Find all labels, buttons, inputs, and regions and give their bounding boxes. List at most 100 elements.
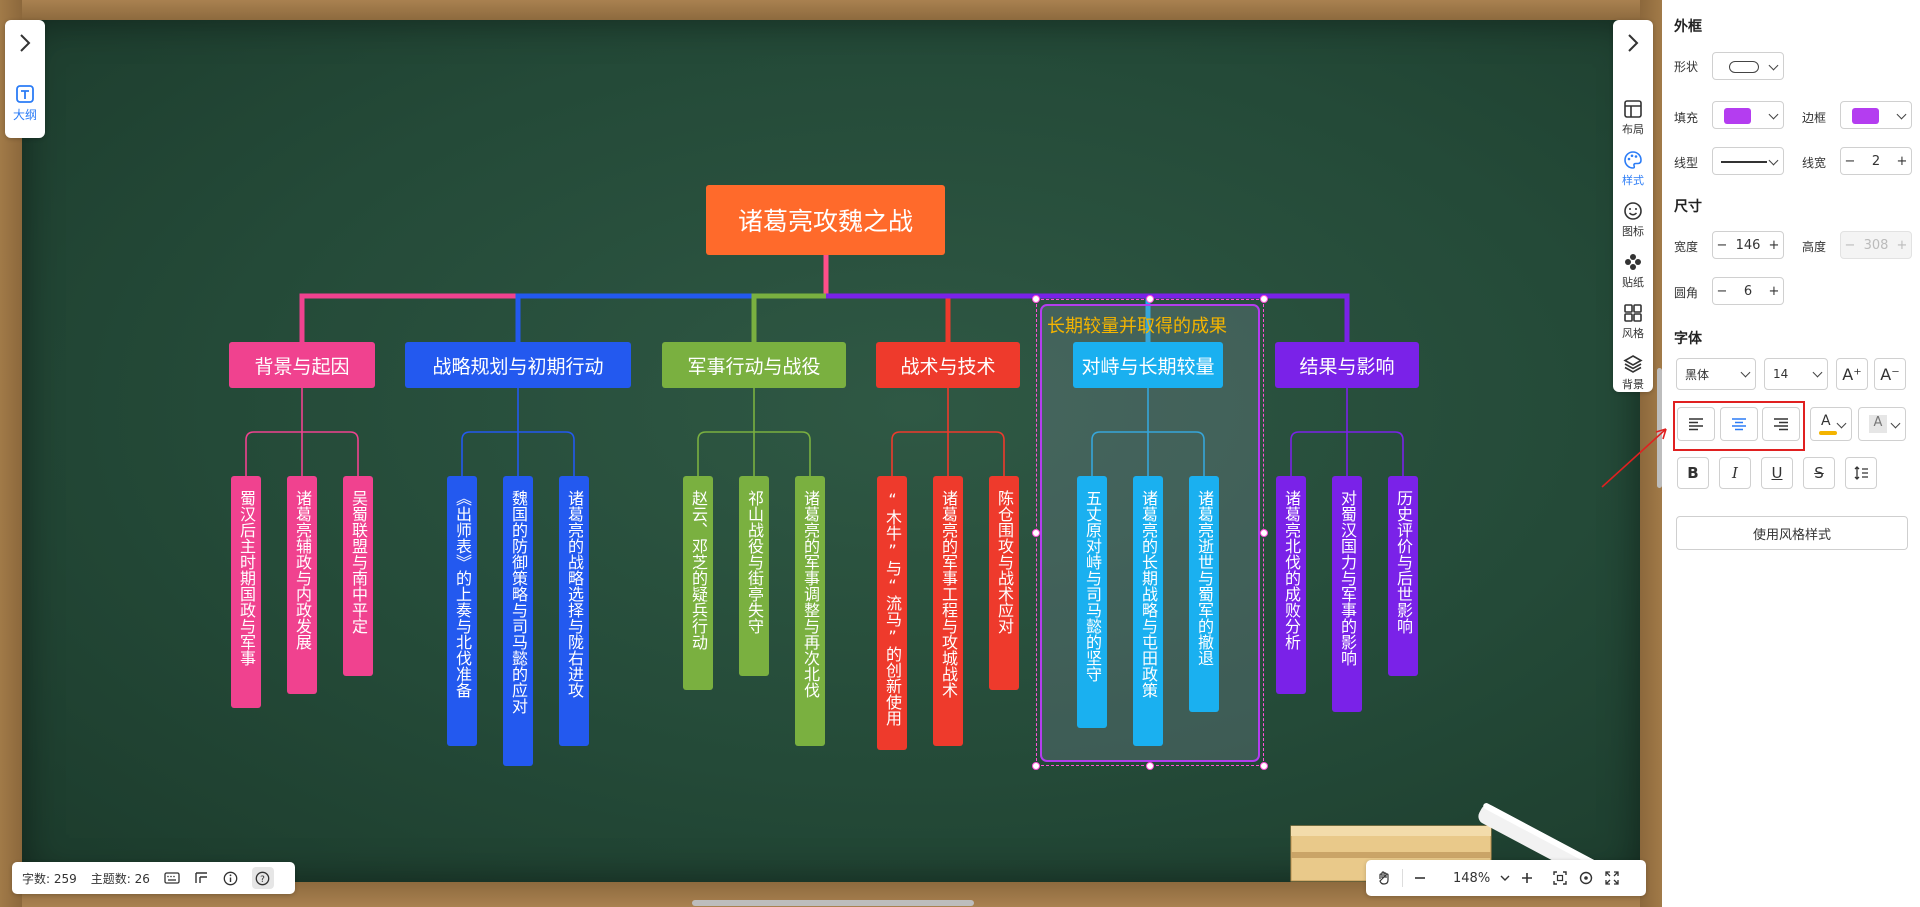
tab-layout[interactable]: 布局 (1613, 94, 1653, 142)
collapse-panel-button[interactable] (1613, 28, 1653, 58)
italic-button[interactable]: I (1719, 457, 1751, 489)
branch-topic[interactable]: 战术与技术 (876, 342, 1020, 388)
selection-handle-bl[interactable] (1032, 762, 1040, 770)
fullscreen-icon[interactable] (1604, 870, 1620, 886)
fit-screen-icon[interactable] (1552, 870, 1568, 886)
structure-icon[interactable] (194, 871, 209, 885)
leaf-topic[interactable]: 赵云、邓芝的疑兵行动 (683, 476, 713, 690)
branch-topic[interactable]: 对峙与长期较量 (1073, 342, 1223, 388)
fill-color-select[interactable] (1712, 101, 1784, 129)
branch-topic[interactable]: 背景与起因 (229, 342, 375, 388)
line-type-select[interactable] (1712, 147, 1784, 175)
shape-select[interactable] (1712, 52, 1784, 80)
selection-handle-bm[interactable] (1146, 762, 1154, 770)
right-tab-bar: 布局样式图标贴纸风格背景 (1613, 20, 1653, 392)
selection-handle-br[interactable] (1260, 762, 1268, 770)
selection-handle-ml[interactable] (1032, 529, 1040, 537)
tab-layers[interactable]: 背景 (1613, 349, 1653, 397)
line-width-stepper[interactable]: − 2 + (1840, 147, 1912, 175)
leaf-topic[interactable]: 诸葛亮北伐的成败分析 (1276, 476, 1306, 694)
leaf-topic[interactable]: 诸葛亮的长期战略与屯田政策 (1133, 476, 1163, 746)
branch-topic[interactable]: 结果与影响 (1275, 342, 1419, 388)
increase-button[interactable]: + (1896, 153, 1908, 169)
summary-label[interactable]: 长期较量并取得的成果 (1047, 316, 1227, 337)
width-value[interactable]: 146 (1735, 237, 1761, 253)
font-color-select[interactable]: A (1810, 407, 1852, 441)
leaf-topic[interactable]: 五丈原对峙与司马懿的坚守 (1077, 476, 1107, 728)
expand-left-button[interactable] (5, 28, 45, 58)
branch-topic[interactable]: 战略规划与初期行动 (405, 342, 631, 388)
locate-icon[interactable] (1578, 870, 1594, 886)
selection-handle-tr[interactable] (1260, 295, 1268, 303)
text-bg-glyph: A (1869, 415, 1887, 433)
bold-button[interactable]: B (1677, 457, 1709, 489)
leaf-topic[interactable]: 诸葛亮的军事工程与攻城战术 (933, 476, 963, 746)
leaf-topic[interactable]: 魏国的防御策略与司马懿的应对 (503, 476, 533, 766)
width-stepper[interactable]: − 146 + (1712, 231, 1784, 259)
text-bg-color-select[interactable]: A (1858, 407, 1906, 441)
line-width-value[interactable]: 2 (1871, 153, 1881, 169)
zoom-in-button[interactable] (1520, 871, 1534, 885)
tab-grid[interactable]: 风格 (1613, 298, 1653, 346)
hand-tool-icon[interactable] (1376, 870, 1392, 886)
strikethrough-button[interactable]: S (1803, 457, 1835, 489)
align-right-button[interactable] (1762, 407, 1800, 441)
selection-handle-tl[interactable] (1032, 295, 1040, 303)
horizontal-scrollbar[interactable] (692, 900, 974, 906)
increase-button[interactable]: + (1768, 283, 1780, 299)
decrease-font-button[interactable]: A⁻ (1874, 358, 1906, 390)
leaf-topic[interactable]: 陈仓围攻与战术应对 (989, 476, 1019, 690)
width-label: 宽度 (1674, 240, 1699, 254)
tab-smiley[interactable]: 图标 (1613, 196, 1653, 244)
leaf-topic[interactable]: 诸葛亮的战略选择与陇右进攻 (559, 476, 589, 746)
tab-label: 贴纸 (1622, 276, 1644, 289)
mindmap-canvas[interactable]: 长期较量并取得的成果 诸葛亮攻魏之战 背景与起因蜀汉后主时期国政与军事诸葛亮辅政… (0, 0, 1662, 907)
use-theme-style-button[interactable]: 使用风格样式 (1676, 516, 1908, 550)
font-increase-icon: A⁺ (1842, 364, 1862, 384)
increase-font-button[interactable]: A⁺ (1836, 358, 1868, 390)
radius-value[interactable]: 6 (1743, 283, 1753, 299)
outline-button[interactable]: 大纲 (5, 84, 45, 130)
font-family-select[interactable]: 黑体 (1676, 358, 1756, 390)
radius-stepper[interactable]: − 6 + (1712, 277, 1784, 305)
vertical-scrollbar[interactable] (1657, 368, 1662, 488)
decrease-button[interactable]: − (1716, 283, 1728, 299)
tab-palette[interactable]: 样式 (1613, 145, 1653, 193)
selection-handle-mr[interactable] (1260, 529, 1268, 537)
annotation-arrow (1601, 428, 1667, 488)
topic-count: 主题数: 26 (90, 871, 150, 886)
tab-sticker[interactable]: 贴纸 (1613, 247, 1653, 295)
leaf-topic[interactable]: 《出师表》的上奏与北伐准备 (447, 476, 477, 746)
keyboard-icon[interactable] (164, 872, 180, 884)
zoom-out-button[interactable] (1413, 871, 1427, 885)
leaf-topic[interactable]: 诸葛亮逝世与蜀军的撤退 (1189, 476, 1219, 712)
root-topic[interactable]: 诸葛亮攻魏之战 (706, 185, 945, 255)
leaf-topic[interactable]: 诸葛亮的军事调整与再次北伐 (795, 476, 825, 746)
leaf-topic[interactable]: 蜀汉后主时期国政与军事 (231, 476, 261, 708)
increase-button[interactable]: + (1768, 237, 1780, 253)
border-color-select[interactable] (1840, 101, 1912, 129)
board-frame-left (0, 0, 22, 907)
decrease-button[interactable]: − (1716, 237, 1728, 253)
leaf-topic[interactable]: 历史评价与后世影响 (1388, 476, 1418, 676)
layers-icon (1623, 354, 1643, 374)
align-center-button[interactable] (1720, 407, 1758, 441)
leaf-topic[interactable]: 吴蜀联盟与南中平定 (343, 476, 373, 676)
selection-handle-tm[interactable] (1146, 295, 1154, 303)
help-icon[interactable]: ? (251, 867, 274, 889)
italic-icon: I (1732, 464, 1738, 482)
zoom-level[interactable]: 148% (1453, 870, 1491, 886)
underline-button[interactable]: U (1761, 457, 1793, 489)
branch-topic[interactable]: 军事行动与战役 (662, 342, 846, 388)
leaf-topic[interactable]: 对蜀汉国力与军事的影响 (1332, 476, 1362, 712)
leaf-topic[interactable]: 祁山战役与街亭失守 (739, 476, 769, 676)
font-size-select[interactable]: 14 (1764, 358, 1828, 390)
chevron-down-icon[interactable] (1500, 874, 1510, 882)
info-icon[interactable] (223, 871, 238, 886)
align-left-button[interactable] (1677, 407, 1715, 441)
leaf-topic[interactable]: “木牛”与“流马”的创新使用 (877, 476, 907, 750)
line-spacing-button[interactable] (1845, 457, 1877, 489)
leaf-topic[interactable]: 诸葛亮辅政与内政发展 (287, 476, 317, 694)
decrease-button[interactable]: − (1844, 153, 1856, 169)
